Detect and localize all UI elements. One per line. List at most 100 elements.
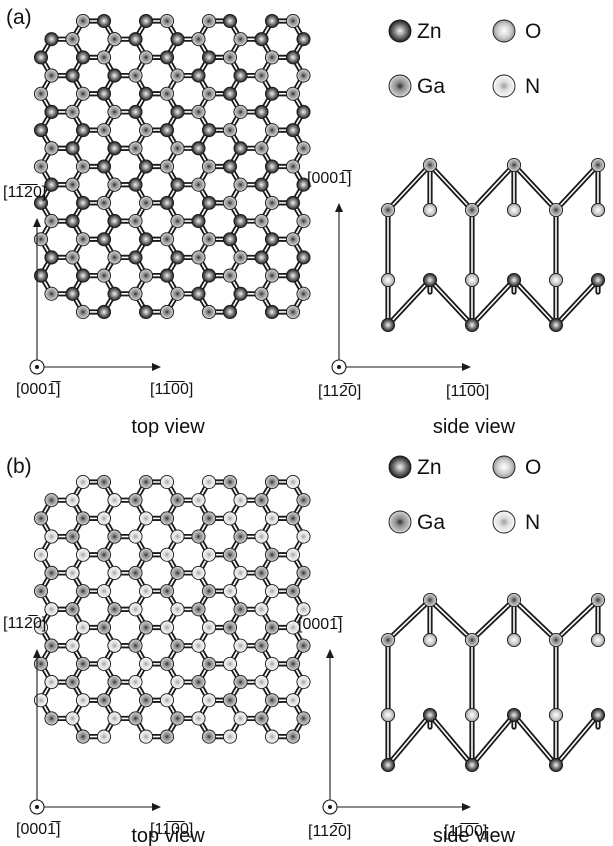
atom-ga xyxy=(138,620,154,635)
atom-zn xyxy=(296,177,311,192)
top-view-caption: top view xyxy=(131,416,205,438)
atom-zn xyxy=(264,232,280,247)
atom-zn xyxy=(128,177,143,192)
atom-ga xyxy=(128,638,143,653)
atom-zn xyxy=(222,13,238,29)
atom-zn xyxy=(285,268,301,283)
atom-zn xyxy=(44,32,59,47)
atom-ga xyxy=(191,675,206,690)
bond-highlight xyxy=(387,599,431,641)
atom-ga xyxy=(191,602,206,617)
horizontal-axis-label: [11̅0̅0] xyxy=(150,820,193,838)
atom-o xyxy=(548,272,564,288)
atom-ga xyxy=(44,565,59,580)
legend-o-label: O xyxy=(525,20,541,43)
horizontal-axis-label: [11̅0̅0] xyxy=(150,380,193,398)
lattice-bonds xyxy=(385,162,601,328)
legend-o-swatch xyxy=(492,19,516,43)
atom-n xyxy=(96,729,112,744)
atom-ga xyxy=(138,547,154,562)
atom-n xyxy=(254,529,269,544)
atom-ga xyxy=(75,584,91,599)
atom-ga xyxy=(159,86,175,101)
vertical-axis-label: [112̅0] xyxy=(3,614,46,632)
atom-zn xyxy=(107,214,122,229)
atom-ga xyxy=(44,68,59,83)
atom-zn xyxy=(170,250,185,265)
atom-n xyxy=(233,565,248,580)
atom-ga xyxy=(159,584,175,599)
atom-n xyxy=(222,584,238,599)
atom-ga xyxy=(296,638,311,653)
atom-zn xyxy=(296,250,311,265)
atom-ga xyxy=(170,141,185,156)
atom-ga xyxy=(464,632,480,648)
atom-n xyxy=(296,529,311,544)
atom-n xyxy=(296,675,311,690)
atom-ga xyxy=(222,620,238,635)
atom-ga xyxy=(65,675,80,690)
atom-zn xyxy=(96,304,112,320)
atom-ga xyxy=(222,693,238,708)
atom-zn xyxy=(159,195,175,210)
atom-zn xyxy=(380,757,396,773)
atom-zn xyxy=(33,195,49,210)
atom-ga xyxy=(107,250,122,265)
legend-ga-swatch xyxy=(388,510,412,534)
bond-highlight xyxy=(555,599,599,641)
panel-label-b: (b) xyxy=(6,455,32,478)
lattice-atoms xyxy=(33,13,311,320)
atom-ga xyxy=(296,214,311,229)
atom-n xyxy=(233,638,248,653)
atom-zn xyxy=(96,13,112,29)
atom-zn xyxy=(75,195,91,210)
atom-n xyxy=(191,493,206,508)
atom-n xyxy=(264,511,280,526)
atom-zn xyxy=(65,141,80,156)
atom-zn xyxy=(201,195,217,210)
atom-n xyxy=(138,729,154,744)
atom-o xyxy=(506,202,522,218)
atom-n xyxy=(75,474,91,490)
atom-ga xyxy=(264,50,280,65)
atom-zn xyxy=(422,707,438,723)
atom-n xyxy=(65,493,80,508)
atom-zn xyxy=(254,177,269,192)
atom-zn xyxy=(285,195,301,210)
atom-n xyxy=(138,656,154,671)
atom-zn xyxy=(96,232,112,247)
legend-o-label: O xyxy=(525,456,541,479)
atom-zn xyxy=(191,141,206,156)
atom-zn xyxy=(590,707,606,723)
legend-n-swatch xyxy=(492,74,516,98)
atom-ga xyxy=(191,32,206,47)
lattice-bonds xyxy=(385,597,601,768)
atom-o xyxy=(464,272,480,288)
atom-ga xyxy=(285,159,301,174)
atom-n xyxy=(264,729,280,744)
atom-ga xyxy=(422,592,438,608)
atom-ga xyxy=(159,304,175,320)
atom-zn xyxy=(159,50,175,65)
atom-ga xyxy=(170,638,185,653)
vertical-axis-label: [11̅2̅0] xyxy=(3,183,46,201)
bond-highlight xyxy=(555,279,599,326)
atom-ga xyxy=(159,159,175,174)
bond-highlight xyxy=(429,714,473,766)
bond-highlight xyxy=(429,164,473,211)
atom-ga xyxy=(254,286,269,301)
atom-n xyxy=(191,638,206,653)
atom-ga xyxy=(159,511,175,526)
atom-zn xyxy=(44,177,59,192)
atom-ga xyxy=(33,232,49,247)
atom-ga xyxy=(296,141,311,156)
atom-zn xyxy=(506,707,522,723)
atom-n xyxy=(170,602,185,617)
atom-ga xyxy=(128,493,143,508)
atom-ga xyxy=(222,195,238,210)
atom-ga xyxy=(191,250,206,265)
atom-ga xyxy=(201,86,217,101)
atom-n xyxy=(222,511,238,526)
atom-ga xyxy=(65,250,80,265)
atom-n xyxy=(233,493,248,508)
